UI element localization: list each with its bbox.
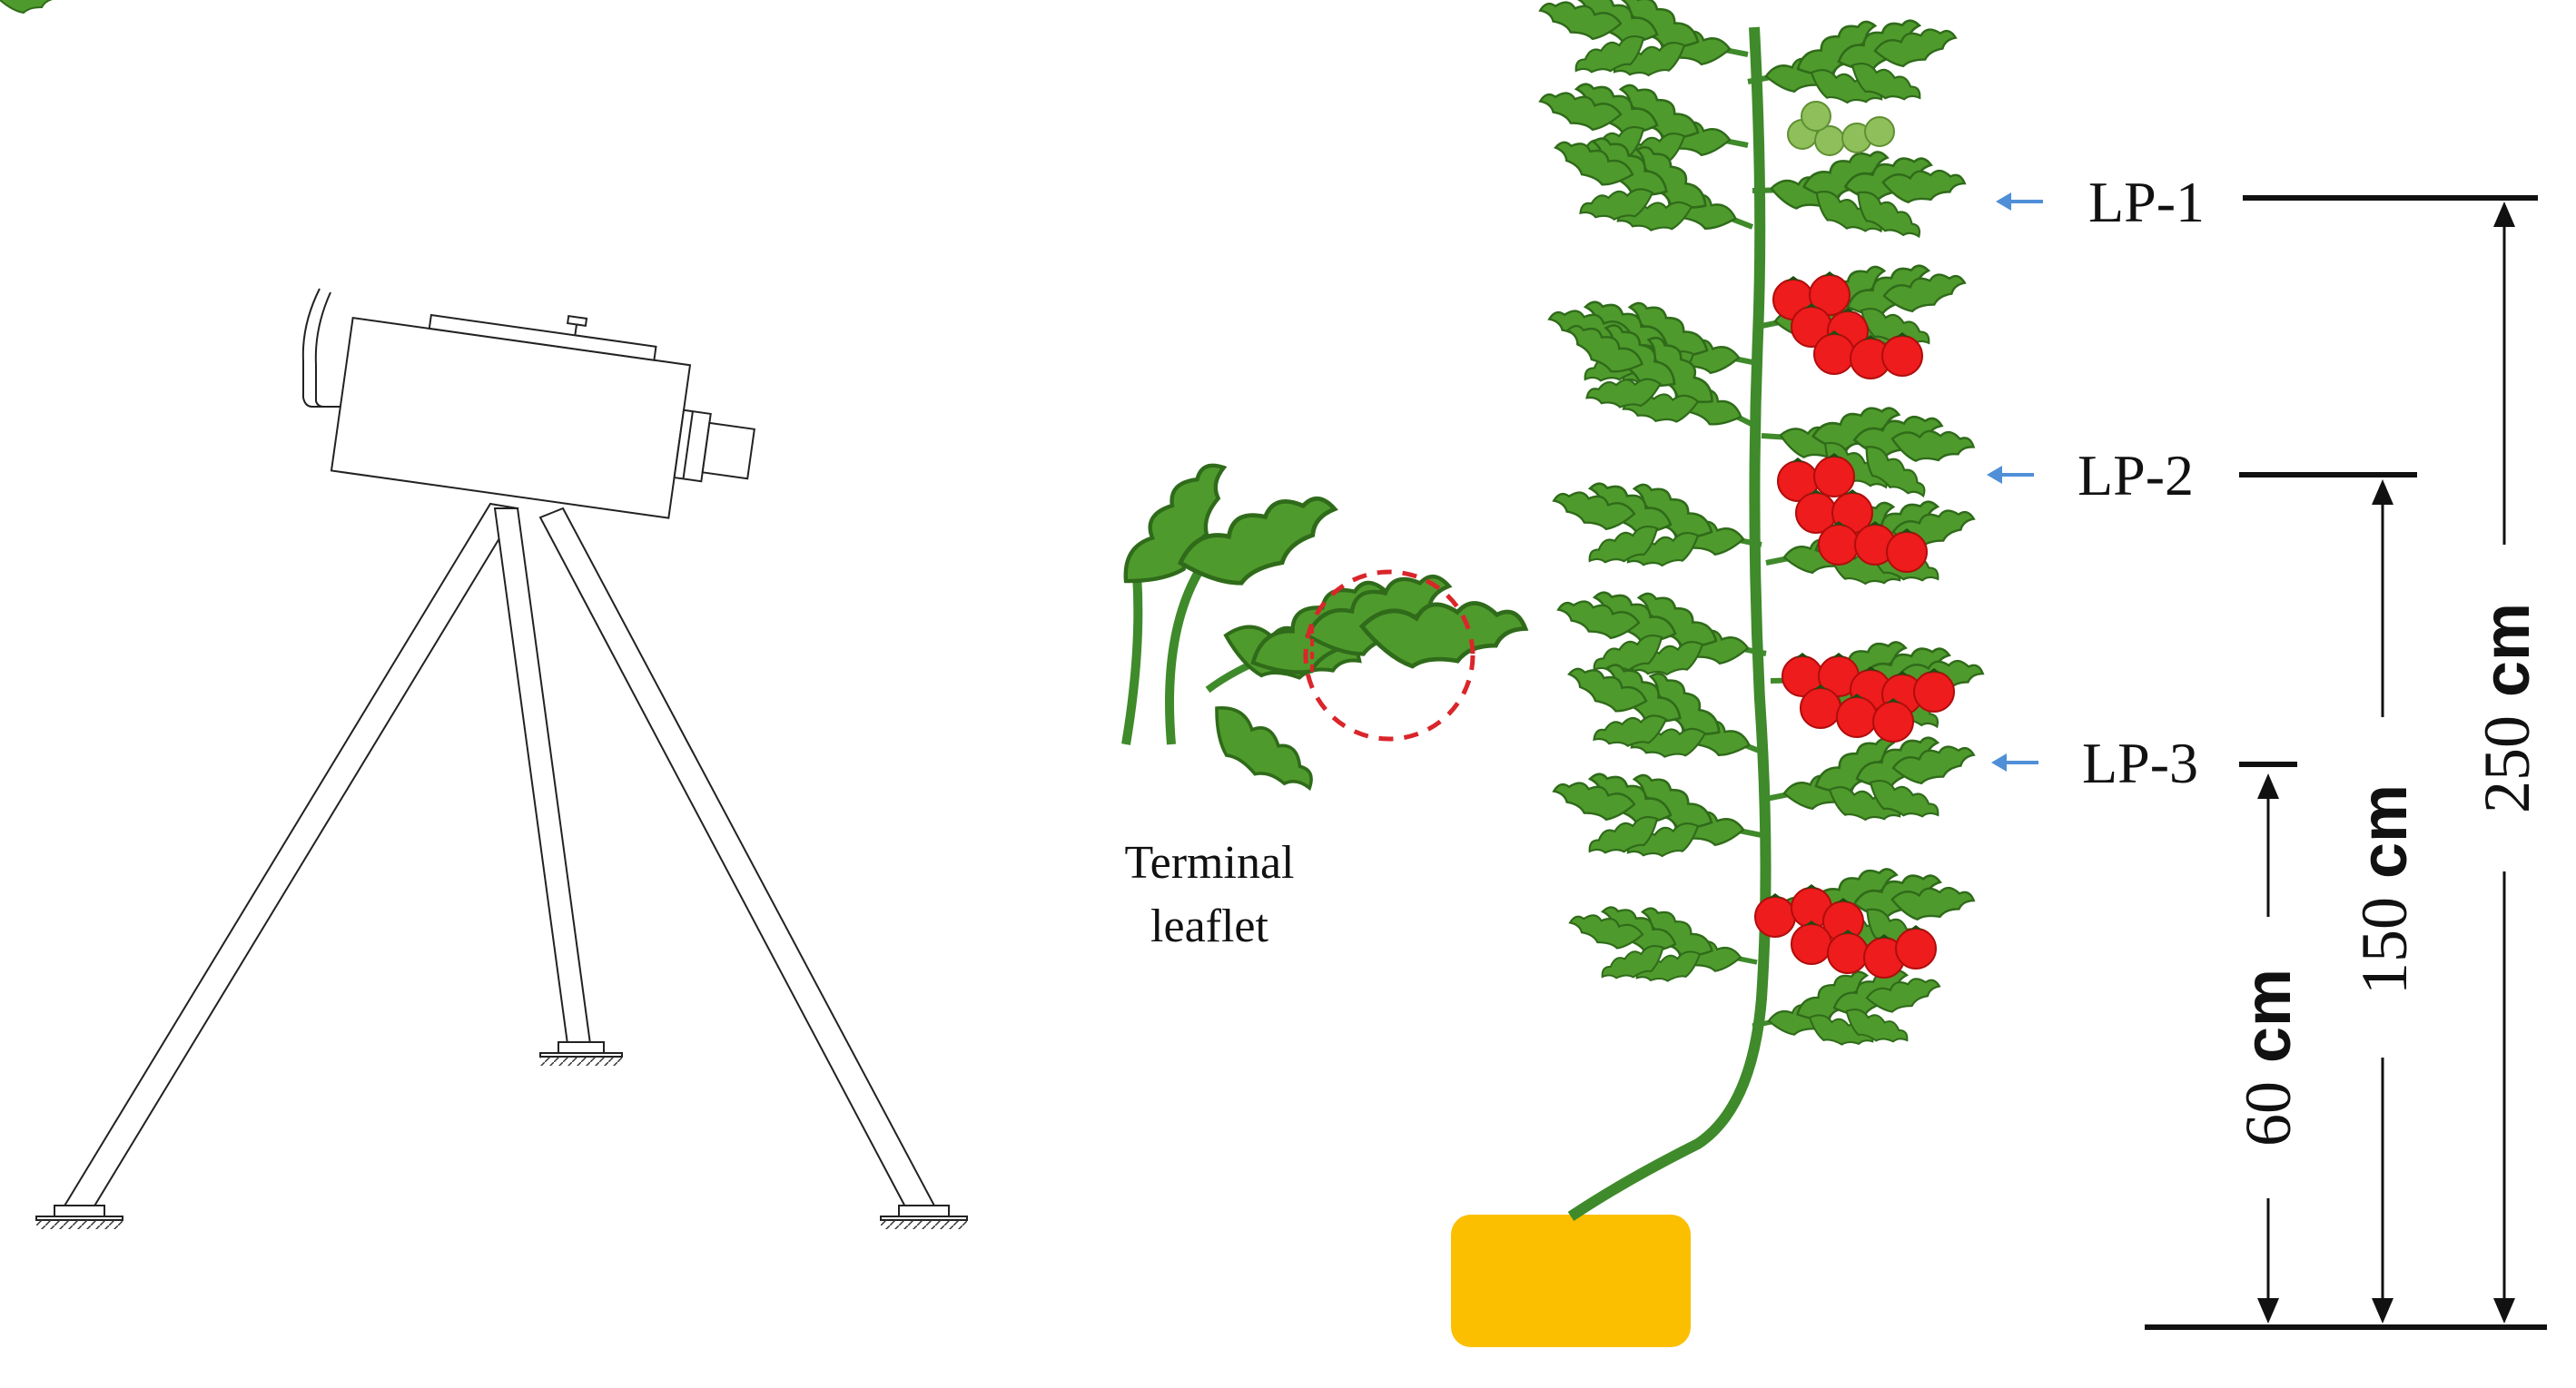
dimension-150cm-value: 150	[2348, 897, 2421, 995]
dimension-250cm	[2493, 202, 2515, 1324]
terminal-leaflet-caption-line1: Terminal	[1125, 837, 1295, 889]
lp3-label: LP-3	[2082, 731, 2198, 795]
dimension-250cm-unit: cm	[2471, 603, 2543, 715]
dimension-250cm-value: 250	[2471, 715, 2543, 813]
dimension-250cm-label: 250 cm	[2471, 603, 2543, 813]
dimension-60cm-value: 60	[2232, 1081, 2305, 1147]
dimension-60cm-unit: cm	[2232, 969, 2305, 1081]
lp3-marker: LP-3	[1991, 731, 2297, 795]
terminal-leaflet-highlight-circle	[1303, 569, 1476, 742]
tomato-plant-illustration	[1451, 0, 1987, 1347]
lp2-label: LP-2	[2078, 443, 2194, 507]
tripod-instrument-drawing	[35, 288, 968, 1229]
dimension-60cm-label: 60 cm	[2232, 969, 2305, 1147]
dimension-60cm	[2257, 773, 2279, 1324]
lp1-marker: LP-1	[1996, 170, 2538, 234]
green-fruit-cluster	[1787, 101, 1895, 156]
terminal-leaflet-inset	[0, 0, 1528, 818]
lp2-marker: LP-2	[1987, 443, 2417, 507]
dimension-150cm-label: 150 cm	[2348, 784, 2421, 995]
dimension-150cm-unit: cm	[2348, 784, 2421, 897]
lp1-label: LP-1	[2088, 170, 2205, 234]
plant-pot	[1451, 1215, 1691, 1347]
dimension-150cm	[2372, 479, 2393, 1324]
terminal-leaflet-caption-line2: leaflet	[1150, 901, 1268, 952]
